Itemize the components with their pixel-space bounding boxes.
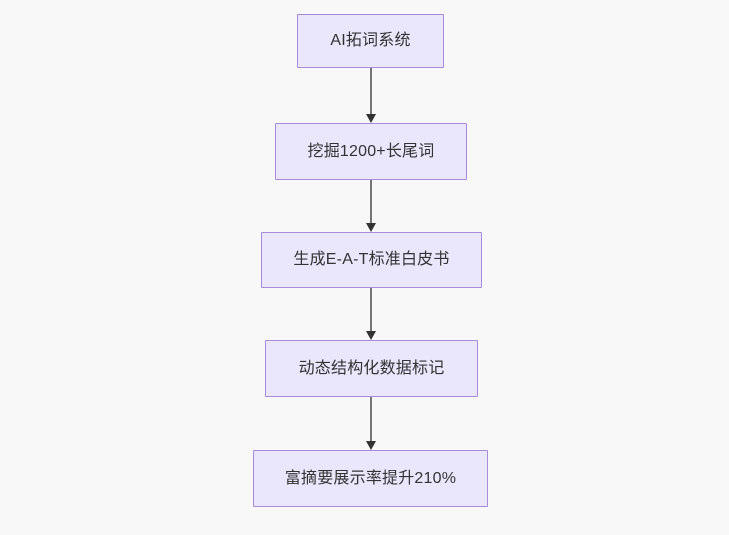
flow-node-label: AI拓词系统 xyxy=(330,32,411,49)
flow-node-label: 生成E-A-T标准白皮书 xyxy=(293,251,450,268)
flow-node-label: 动态结构化数据标记 xyxy=(298,359,445,377)
edge-arrowhead-icon xyxy=(366,441,376,450)
flow-node-label: 富摘要展示率提升210% xyxy=(284,469,457,487)
flow-node-ai-keyword-system[interactable]: AI拓词系统 xyxy=(297,14,444,68)
flow-node-label: 挖掘1200+长尾词 xyxy=(307,142,435,160)
edge-arrowhead-icon xyxy=(366,223,376,232)
flow-node-rich-snippet-impression-lift[interactable]: 富摘要展示率提升210% xyxy=(253,450,488,507)
edge-arrowhead-icon xyxy=(366,114,376,123)
flow-node-generate-eat-whitepaper[interactable]: 生成E-A-T标准白皮书 xyxy=(261,232,482,288)
flow-node-dynamic-structured-data-markup[interactable]: 动态结构化数据标记 xyxy=(265,340,478,397)
flow-node-mine-longtail-keywords[interactable]: 挖掘1200+长尾词 xyxy=(275,123,467,180)
edge-arrowhead-icon xyxy=(366,331,376,340)
